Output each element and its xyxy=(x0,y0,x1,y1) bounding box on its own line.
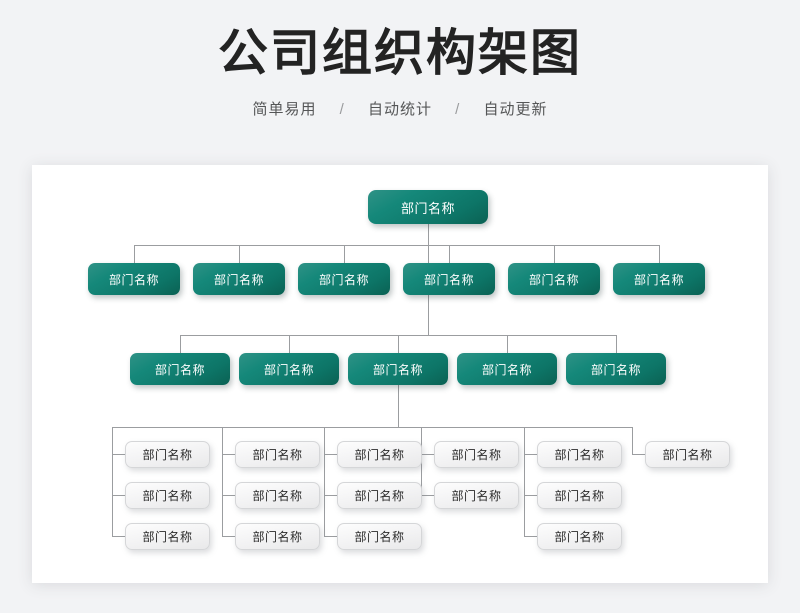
org-node-label: 部门名称 xyxy=(354,489,405,503)
connector-level3-5 xyxy=(616,335,617,353)
connector-leaf-6-1 xyxy=(632,454,645,455)
connector-column-spine-6 xyxy=(632,427,633,454)
org-node-level3-5[interactable]: 部门名称 xyxy=(566,353,666,385)
org-node-label: 部门名称 xyxy=(354,530,405,544)
connector-leaf-2-2 xyxy=(222,495,235,496)
org-node-level2-3[interactable]: 部门名称 xyxy=(298,263,390,295)
org-node-level4-9[interactable]: 部门名称 xyxy=(337,523,422,550)
org-node-level3-2[interactable]: 部门名称 xyxy=(239,353,339,385)
org-node-label: 部门名称 xyxy=(423,272,474,287)
org-node-label: 部门名称 xyxy=(451,448,502,462)
org-node-label: 部门名称 xyxy=(481,362,532,377)
org-node-level2-6[interactable]: 部门名称 xyxy=(613,263,705,295)
connector-leaf-1-1 xyxy=(112,454,125,455)
org-node-label: 部门名称 xyxy=(662,448,713,462)
connector-leaf-2-1 xyxy=(222,454,235,455)
connector-column-spine-2 xyxy=(222,427,223,536)
subtitle-part-3: 自动更新 xyxy=(483,101,548,118)
subtitle-part-2: 自动统计 xyxy=(367,101,432,118)
org-node-level4-13[interactable]: 部门名称 xyxy=(537,482,622,509)
connector-leaf-5-3 xyxy=(524,536,537,537)
connector-trunk-level4 xyxy=(398,385,399,427)
connector-level2-3 xyxy=(344,245,345,263)
org-node-label: 部门名称 xyxy=(142,448,193,462)
page-subtitle: 简单易用 / 自动统计 / 自动更新 xyxy=(0,82,800,119)
org-node-label: 部门名称 xyxy=(354,448,405,462)
org-node-level3-1[interactable]: 部门名称 xyxy=(130,353,230,385)
org-node-label: 部门名称 xyxy=(318,272,369,287)
connector-leaf-3-1 xyxy=(324,454,337,455)
connector-level2-5 xyxy=(554,245,555,263)
org-node-level2-2[interactable]: 部门名称 xyxy=(193,263,285,295)
org-node-label: 部门名称 xyxy=(154,362,205,377)
org-node-level4-2[interactable]: 部门名称 xyxy=(125,482,210,509)
org-node-root[interactable]: 部门名称 xyxy=(368,190,488,224)
connector-level2-6 xyxy=(659,245,660,263)
org-node-label: 部门名称 xyxy=(252,530,303,544)
org-node-level4-15[interactable]: 部门名称 xyxy=(645,441,730,468)
connector-level3-2 xyxy=(289,335,290,353)
org-chart: 部门名称部门名称部门名称部门名称部门名称部门名称部门名称部门名称部门名称部门名称… xyxy=(32,165,768,583)
page-header: 公司组织构架图 简单易用 / 自动统计 / 自动更新 xyxy=(0,0,800,119)
org-node-label: 部门名称 xyxy=(554,530,605,544)
org-node-level4-7[interactable]: 部门名称 xyxy=(337,441,422,468)
org-node-label: 部门名称 xyxy=(554,489,605,503)
subtitle-separator-2: / xyxy=(455,101,461,118)
org-node-level3-3[interactable]: 部门名称 xyxy=(348,353,448,385)
connector-level3-1 xyxy=(180,335,181,353)
org-node-label: 部门名称 xyxy=(554,448,605,462)
org-node-level4-4[interactable]: 部门名称 xyxy=(235,441,320,468)
org-node-label: 部门名称 xyxy=(400,200,455,216)
connector-bus-level4 xyxy=(112,427,632,428)
connector-leaf-3-2 xyxy=(324,495,337,496)
connector-leaf-3-3 xyxy=(324,536,337,537)
org-node-level4-8[interactable]: 部门名称 xyxy=(337,482,422,509)
page-title: 公司组织构架图 xyxy=(218,25,582,81)
connector-bus-level2 xyxy=(134,245,659,246)
subtitle-part-1: 简单易用 xyxy=(252,101,317,118)
connector-level2-1 xyxy=(134,245,135,263)
org-node-level4-14[interactable]: 部门名称 xyxy=(537,523,622,550)
org-node-level4-11[interactable]: 部门名称 xyxy=(434,482,519,509)
org-node-level4-1[interactable]: 部门名称 xyxy=(125,441,210,468)
org-node-label: 部门名称 xyxy=(590,362,641,377)
org-node-label: 部门名称 xyxy=(142,489,193,503)
connector-leaf-4-2 xyxy=(421,495,434,496)
connector-leaf-5-2 xyxy=(524,495,537,496)
subtitle-separator-1: / xyxy=(339,101,345,118)
org-node-label: 部门名称 xyxy=(252,489,303,503)
org-chart-card: 部门名称部门名称部门名称部门名称部门名称部门名称部门名称部门名称部门名称部门名称… xyxy=(32,165,768,583)
org-node-level4-12[interactable]: 部门名称 xyxy=(537,441,622,468)
connector-column-spine-5 xyxy=(524,427,525,536)
connector-level3-4 xyxy=(507,335,508,353)
connector-level2-2 xyxy=(239,245,240,263)
org-node-level2-4[interactable]: 部门名称 xyxy=(403,263,495,295)
connector-leaf-5-1 xyxy=(524,454,537,455)
connector-leaf-1-2 xyxy=(112,495,125,496)
connector-leaf-4-1 xyxy=(421,454,434,455)
connector-leaf-1-3 xyxy=(112,536,125,537)
org-node-label: 部门名称 xyxy=(528,272,579,287)
connector-leaf-2-3 xyxy=(222,536,235,537)
connector-column-spine-1 xyxy=(112,427,113,536)
org-node-level4-3[interactable]: 部门名称 xyxy=(125,523,210,550)
org-node-label: 部门名称 xyxy=(108,272,159,287)
connector-column-spine-3 xyxy=(324,427,325,536)
org-node-label: 部门名称 xyxy=(252,448,303,462)
org-node-level4-5[interactable]: 部门名称 xyxy=(235,482,320,509)
org-node-label: 部门名称 xyxy=(213,272,264,287)
connector-level2-4 xyxy=(449,245,450,263)
org-node-label: 部门名称 xyxy=(633,272,684,287)
org-node-level3-4[interactable]: 部门名称 xyxy=(457,353,557,385)
org-node-level4-10[interactable]: 部门名称 xyxy=(434,441,519,468)
org-node-label: 部门名称 xyxy=(263,362,314,377)
org-node-level4-6[interactable]: 部门名称 xyxy=(235,523,320,550)
org-node-label: 部门名称 xyxy=(451,489,502,503)
org-node-level2-5[interactable]: 部门名称 xyxy=(508,263,600,295)
org-node-label: 部门名称 xyxy=(372,362,423,377)
org-node-level2-1[interactable]: 部门名称 xyxy=(88,263,180,295)
org-node-label: 部门名称 xyxy=(142,530,193,544)
connector-level3-3 xyxy=(398,335,399,353)
